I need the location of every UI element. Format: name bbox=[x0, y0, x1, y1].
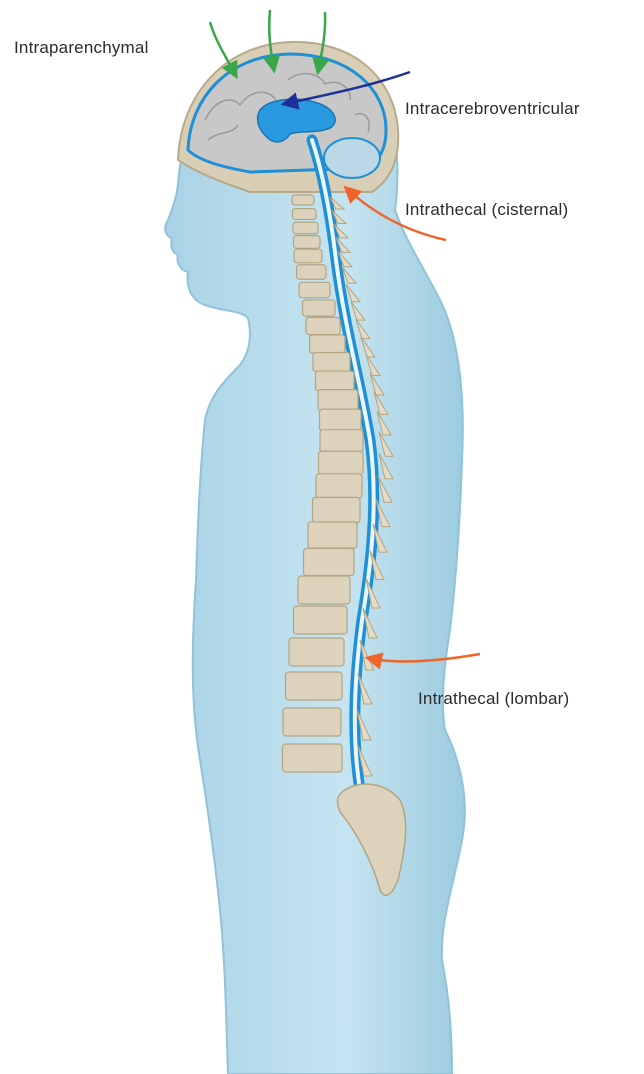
label-intraparenchymal: Intraparenchymal bbox=[14, 38, 149, 58]
vertebra bbox=[320, 409, 362, 431]
vertebra bbox=[286, 672, 343, 700]
label-intrathecal-cisternal: Intrathecal (cisternal) bbox=[405, 200, 568, 220]
vertebra bbox=[292, 195, 314, 205]
vertebra bbox=[293, 209, 317, 220]
vertebra bbox=[294, 606, 348, 634]
vertebra bbox=[319, 451, 364, 475]
vertebra bbox=[306, 317, 340, 334]
vertebra bbox=[318, 390, 358, 411]
vertebra bbox=[299, 282, 330, 297]
vertebra bbox=[313, 497, 361, 522]
vertebra bbox=[283, 744, 343, 772]
label-intrathecal-lombar: Intrathecal (lombar) bbox=[418, 689, 569, 709]
vertebra bbox=[294, 249, 322, 263]
vertebra bbox=[289, 638, 344, 666]
label-intracerebroventricular: Intracerebroventricular bbox=[405, 99, 580, 119]
vertebra bbox=[294, 236, 321, 249]
vertebra bbox=[320, 430, 363, 453]
vertebra bbox=[303, 300, 336, 316]
vertebra bbox=[316, 371, 355, 391]
vertebra bbox=[293, 222, 318, 234]
vertebra bbox=[283, 708, 341, 736]
vertebra bbox=[297, 265, 327, 280]
vertebra bbox=[316, 474, 362, 498]
vertebra bbox=[298, 576, 350, 604]
vertebra bbox=[304, 548, 355, 575]
vertebra bbox=[308, 522, 357, 548]
cerebellum bbox=[324, 138, 380, 178]
vertebra bbox=[310, 335, 346, 353]
vertebra bbox=[313, 353, 350, 372]
